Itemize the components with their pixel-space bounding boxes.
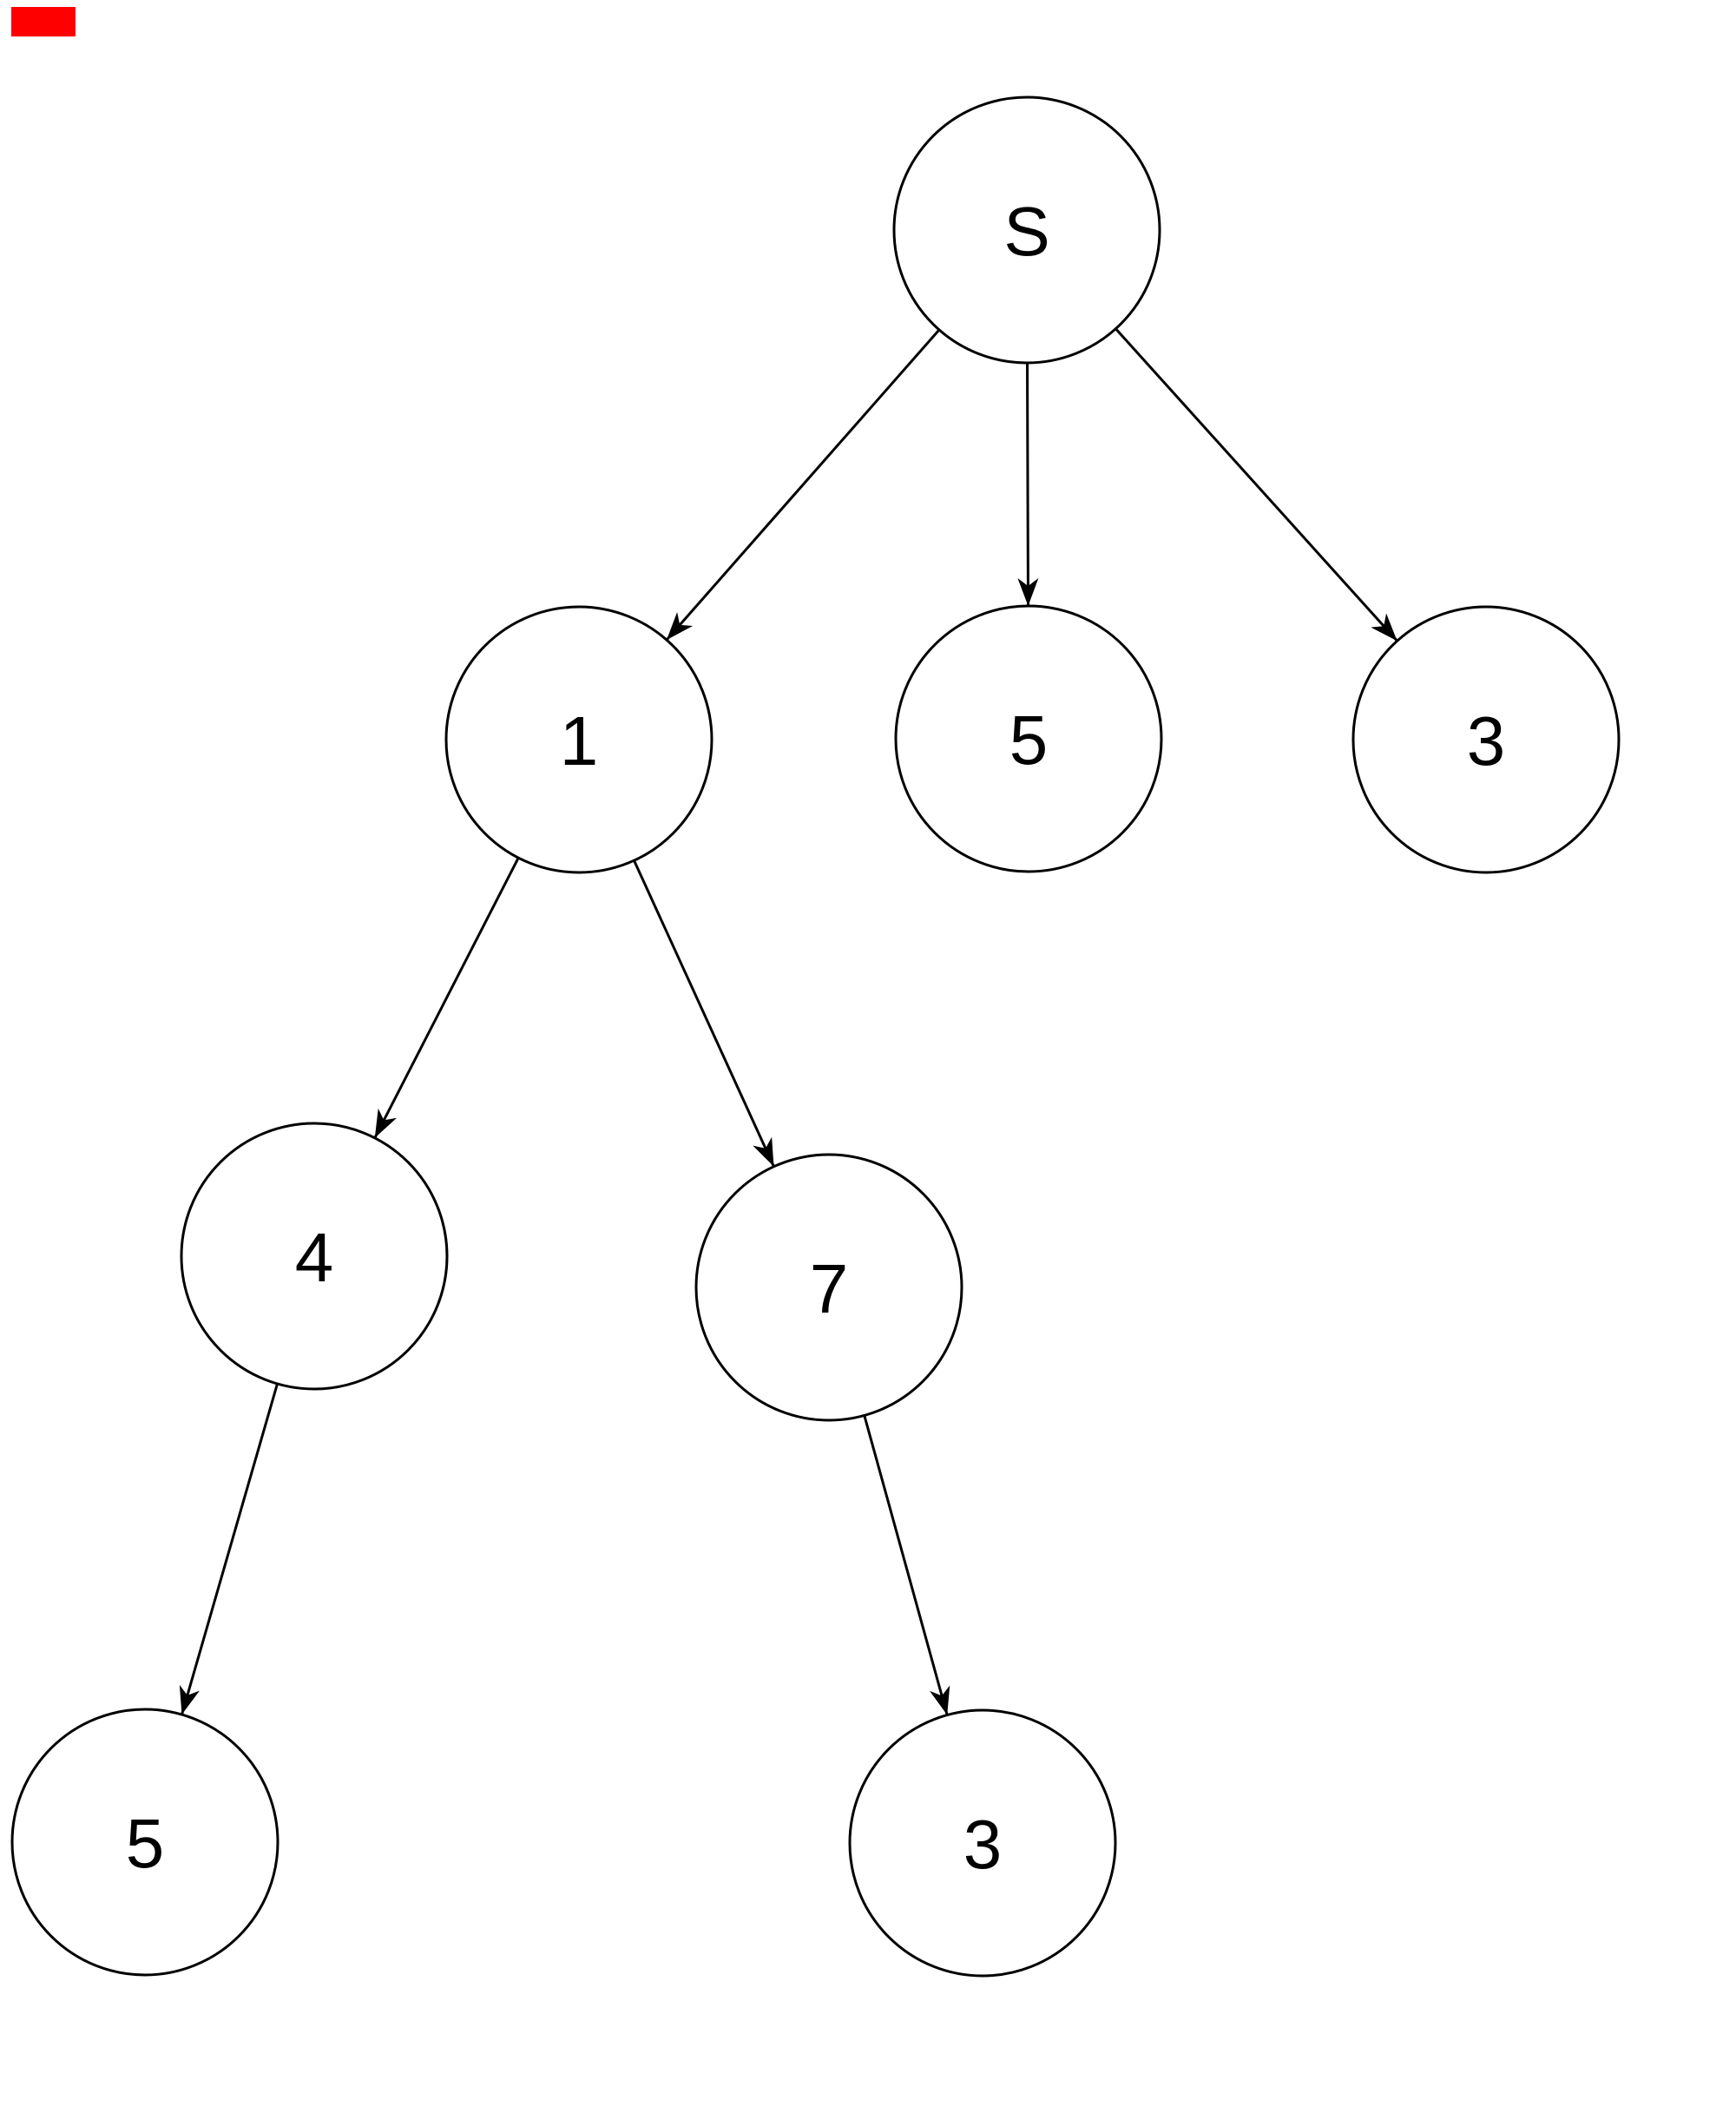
edge-S-n5a [1017, 362, 1039, 607]
node-n5b: 5 [10, 1708, 279, 1977]
node-circle-S [892, 95, 1161, 365]
node-label-n4: 4 [295, 1219, 334, 1296]
edge-S-n1 [665, 328, 941, 642]
node-label-S: S [1003, 193, 1049, 270]
node-n3a: 3 [1351, 605, 1621, 874]
node-circle-n4 [180, 1122, 449, 1391]
node-n3b: 3 [848, 1708, 1117, 1978]
red-corner-marker [11, 7, 76, 36]
node-n7: 7 [694, 1153, 963, 1422]
node-label-n3a: 3 [1467, 702, 1506, 780]
node-label-n5a: 5 [1009, 701, 1049, 779]
node-label-n7: 7 [810, 1250, 849, 1327]
edge-n4-n5b [179, 1383, 279, 1715]
node-n5a: 5 [894, 604, 1163, 873]
node-label-n5b: 5 [126, 1805, 165, 1882]
node-label-n1: 1 [560, 702, 599, 780]
node-n4: 4 [180, 1122, 449, 1391]
edge-n1-n7 [633, 859, 775, 1168]
edge-S-n3a [1115, 327, 1398, 642]
node-label-n3b: 3 [963, 1806, 1003, 1883]
edge-n1-n4 [373, 857, 520, 1139]
node-circle-n5a [894, 604, 1163, 873]
node-S: S [892, 95, 1161, 365]
edges-layer [179, 327, 1398, 1715]
node-n1: 1 [444, 605, 713, 874]
edge-n7-n3b [863, 1415, 950, 1715]
node-circle-n1 [444, 605, 713, 874]
nodes-layer: S 1 5 3 4 7 5 3 [10, 95, 1621, 1978]
node-circle-n3b [848, 1708, 1117, 1978]
node-circle-n5b [10, 1708, 279, 1977]
node-circle-n3a [1351, 605, 1621, 874]
node-circle-n7 [694, 1153, 963, 1422]
